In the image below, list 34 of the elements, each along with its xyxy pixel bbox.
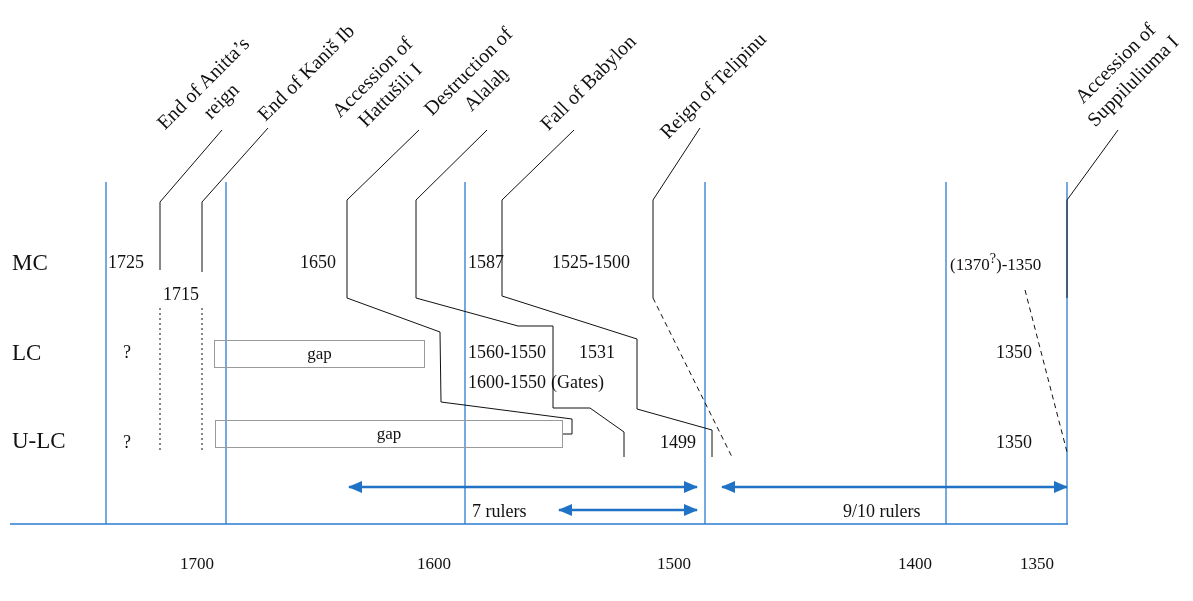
- question-mark: ?: [123, 343, 131, 361]
- axis-tick-label: 1700: [180, 554, 214, 572]
- year-label: 1350: [996, 343, 1032, 361]
- row-label: U-LC: [12, 428, 66, 452]
- axis-tick-label: 1400: [898, 554, 932, 572]
- axis-tick-label: 1600: [417, 554, 451, 572]
- gap-bar: gap: [215, 420, 563, 448]
- leader-line: [652, 127, 701, 299]
- span-label: 9/10 rulers: [843, 502, 921, 520]
- leader-line: [159, 129, 223, 271]
- leader-line: [501, 129, 713, 458]
- leader-line: [201, 127, 269, 273]
- leader-line: [346, 129, 573, 435]
- axis-tick-label: 1500: [657, 554, 691, 572]
- axis-tick-label: 1350: [1020, 554, 1054, 572]
- year-label: 1525-1500: [552, 253, 630, 271]
- year-label: 1600-1550: [468, 373, 546, 391]
- year-label: (1370$^{?}$)-1350: [950, 251, 1042, 273]
- gap-bar: gap: [214, 340, 425, 368]
- year-label: 1650: [300, 253, 336, 271]
- row-label: LC: [12, 340, 42, 364]
- year-label: 1587: [468, 253, 504, 271]
- leader-line: [1066, 129, 1119, 299]
- leader-line: [415, 129, 625, 458]
- year-label: 1715: [163, 285, 199, 303]
- row-label: MC: [12, 250, 48, 274]
- span-label: 7 rulers: [472, 502, 527, 520]
- year-label: 1350: [996, 433, 1032, 451]
- year-label: 1499: [660, 433, 696, 451]
- year-label: 1725: [108, 253, 144, 271]
- year-label: 1560-1550: [468, 343, 546, 361]
- year-label: 1531: [579, 343, 615, 361]
- question-mark: ?: [123, 433, 131, 451]
- note-label: (Gates): [551, 373, 604, 391]
